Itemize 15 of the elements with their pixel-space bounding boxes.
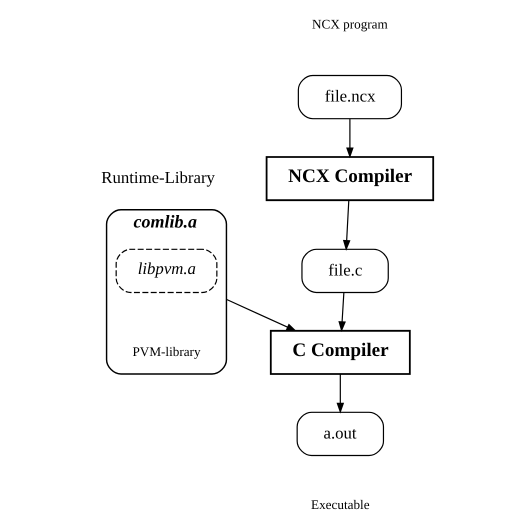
arrow [338, 292, 346, 332]
node-box: file.ncx [298, 74, 402, 120]
node-box: a.out [296, 412, 384, 456]
node-box: NCX Compiler [266, 156, 434, 202]
node-label: Runtime-Library [101, 168, 215, 188]
arrow [226, 298, 297, 332]
node-label: Executable [311, 497, 370, 512]
arrow [346, 119, 354, 158]
node-box: libpvm.a [116, 248, 218, 294]
node-label: PVM-library [132, 344, 201, 359]
arrow [342, 200, 350, 251]
arrow [336, 374, 344, 414]
node-box: C Compiler [270, 330, 411, 375]
node-box: file.c [301, 248, 389, 294]
node-label: NCX program [312, 16, 388, 32]
